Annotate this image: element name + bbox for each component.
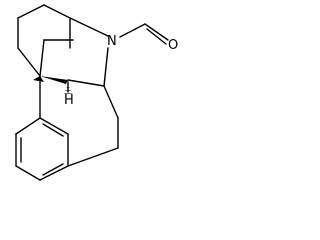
bond [67,79,105,87]
benzene-ring [15,117,119,181]
bond [67,147,119,167]
bond [103,85,119,119]
molecule-structure: N O H [15,4,178,181]
bond [17,4,45,19]
bond [39,117,69,135]
bond [39,39,45,77]
wedge-bond [33,76,44,82]
bond [146,28,167,45]
bond [42,123,64,137]
wedge-bond [40,76,68,84]
bond [39,165,69,181]
nitrogen-label: N [107,34,117,49]
oxygen-label: O [168,38,178,53]
bond [103,47,109,87]
bond [17,47,41,77]
bond [119,23,146,38]
top-ring [17,4,71,77]
bond [42,163,64,176]
bond [15,117,41,135]
bond [69,17,109,37]
bond [15,165,41,181]
hydrogen-label: H [64,93,74,108]
bond [43,4,71,19]
bridge [39,17,109,77]
formyl-group [119,23,169,45]
bond [144,23,169,41]
hashed-bond [64,84,72,94]
central-bonds [39,47,119,149]
